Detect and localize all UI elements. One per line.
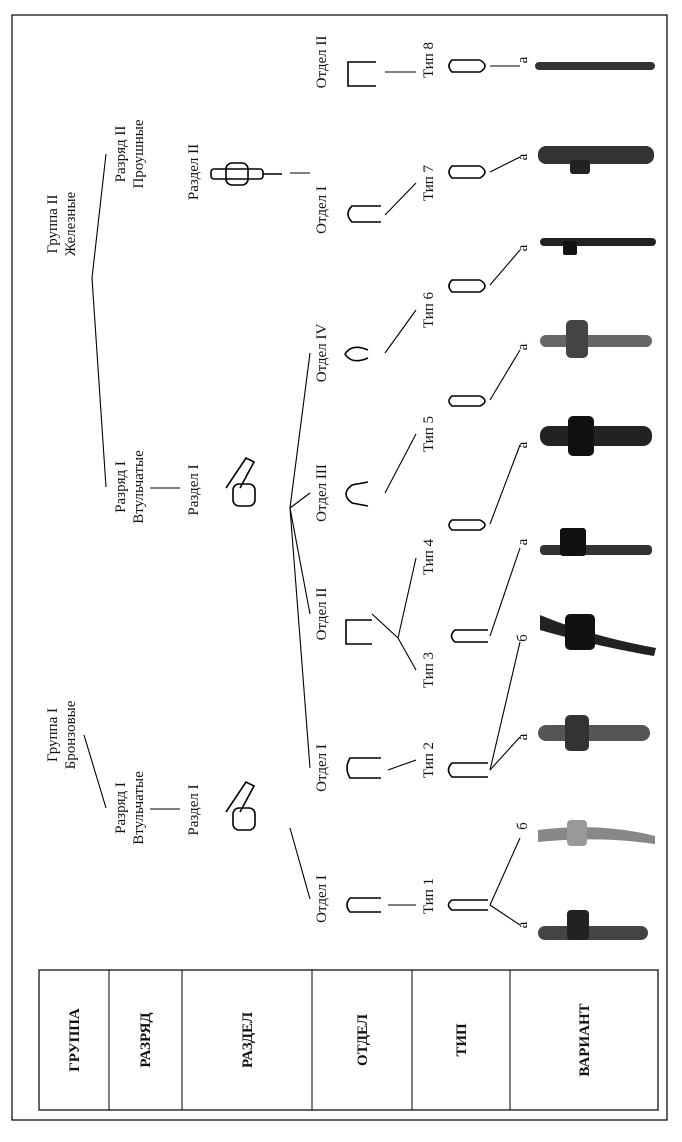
tip-1-profile-icon	[447, 899, 488, 911]
tip-1-label: Тип 1	[421, 878, 437, 914]
razdel-1-axe-icon	[225, 780, 256, 831]
razryad-3: Разряд II Проушные	[113, 119, 147, 188]
header-razryad: РАЗРЯД	[138, 1012, 154, 1068]
header-tip: ТИП	[454, 1023, 470, 1057]
razryad-2: Разряд I Втульчатые	[113, 450, 147, 524]
otdel-2-profile-icon	[346, 757, 381, 779]
otdel-1-label: Отдел I	[314, 875, 330, 923]
variant-2-axe-image	[538, 820, 655, 846]
variant-9-axe-image	[538, 146, 654, 174]
razdel-2-label: Раздел I	[186, 464, 202, 515]
variant-10-axe-image	[535, 62, 655, 70]
tip-5-profile-icon	[448, 395, 486, 407]
razryad-1: Разряд I Втульчатые	[113, 771, 147, 845]
razdel-3-label: Раздел II	[186, 144, 202, 200]
variant-label-4: б	[515, 634, 531, 642]
group-2-subtitle: Железные	[63, 191, 79, 256]
variant-label-7: а	[515, 343, 531, 350]
tip-2-profile-icon	[447, 762, 488, 778]
header-variant: ВАРИАНТ	[577, 1003, 593, 1076]
razdel-2-axe-icon	[225, 456, 256, 507]
tip-6-label: Тип 6	[421, 291, 437, 328]
otdel-2-label: Отдел I	[314, 744, 330, 792]
tip-8-profile-icon	[448, 59, 486, 73]
otdel-5-profile-icon	[344, 346, 369, 362]
variant-6-axe-image	[540, 416, 652, 456]
razryad-3-subtitle: Проушные	[131, 119, 147, 188]
variant-1-axe-image	[538, 910, 648, 940]
variant-5-axe-image	[540, 528, 652, 556]
tip-5-label: Тип 5	[421, 416, 437, 452]
otdel-profile-icons	[344, 61, 381, 913]
otdel-1-profile-icon	[346, 897, 381, 913]
variant-label-9: а	[515, 153, 531, 160]
tip-3-label: Тип 3	[421, 652, 437, 688]
otdel-3-profile-icon	[345, 619, 372, 645]
group-1-title: Группа I	[45, 708, 61, 762]
otdel-6-label: Отдел I	[314, 186, 330, 234]
variant-label-5: а	[515, 538, 531, 545]
razdel-3-axe-icon	[210, 162, 282, 186]
otdel-6-profile-icon	[347, 205, 381, 223]
header-gruppa: ГРУППА	[67, 1008, 83, 1072]
header-table: ГРУППА РАЗРЯД РАЗДЕЛ ОТДЕЛ ТИП ВАРИАНТ	[38, 969, 659, 1111]
tip-7-label: Тип 7	[421, 164, 437, 201]
variant-label-6: а	[515, 441, 531, 448]
razryad-2-subtitle: Втульчатые	[131, 450, 147, 524]
header-razdel: РАЗДЕЛ	[240, 1012, 256, 1068]
tip-8-label: Тип 8	[421, 42, 437, 78]
variant-label-2: б	[515, 822, 531, 830]
variant-artifacts	[535, 62, 656, 940]
variant-4-axe-image	[540, 614, 656, 656]
outer-frame	[11, 14, 668, 1121]
connector-lines	[83, 65, 521, 926]
otdel-5-label: Отдел IV	[314, 324, 330, 383]
group-2-title: Группа II	[45, 195, 61, 254]
tip-4-label: Тип 4	[421, 538, 437, 575]
variant-label-1: а	[515, 921, 531, 928]
group-2: Группа II Железные	[45, 191, 79, 256]
otdel-3-label: Отдел II	[314, 588, 330, 641]
razdel-1-label: Раздел I	[186, 784, 202, 835]
group-1-subtitle: Бронзовые	[63, 700, 79, 769]
variant-label-8: а	[515, 244, 531, 251]
razryad-2-title: Разряд I	[113, 461, 129, 513]
variant-8-axe-image	[540, 238, 656, 255]
razryad-1-title: Разряд I	[113, 782, 129, 834]
tip-profile-icons	[447, 59, 488, 911]
header-otdel: ОТДЕЛ	[355, 1014, 371, 1066]
razryad-3-title: Разряд II	[113, 126, 129, 183]
variant-label-10: а	[515, 56, 531, 63]
variant-3-axe-image	[538, 715, 650, 751]
variant-label-3: а	[515, 733, 531, 740]
razryad-1-subtitle: Втульчатые	[131, 771, 147, 845]
otdel-7-label: Отдел II	[314, 36, 330, 89]
tip-6-profile-icon	[448, 279, 486, 293]
tip-2-label: Тип 2	[421, 742, 437, 778]
tip-7-profile-icon	[448, 165, 486, 179]
tip-4-profile-icon	[448, 519, 486, 531]
otdel-7-profile-icon	[347, 61, 376, 87]
otdel-4-label: Отдел III	[314, 464, 330, 522]
variant-7-axe-image	[540, 320, 652, 358]
group-1: Группа I Бронзовые	[45, 700, 79, 769]
tip-3-profile-icon	[450, 629, 488, 643]
otdel-4-profile-icon	[345, 481, 369, 507]
